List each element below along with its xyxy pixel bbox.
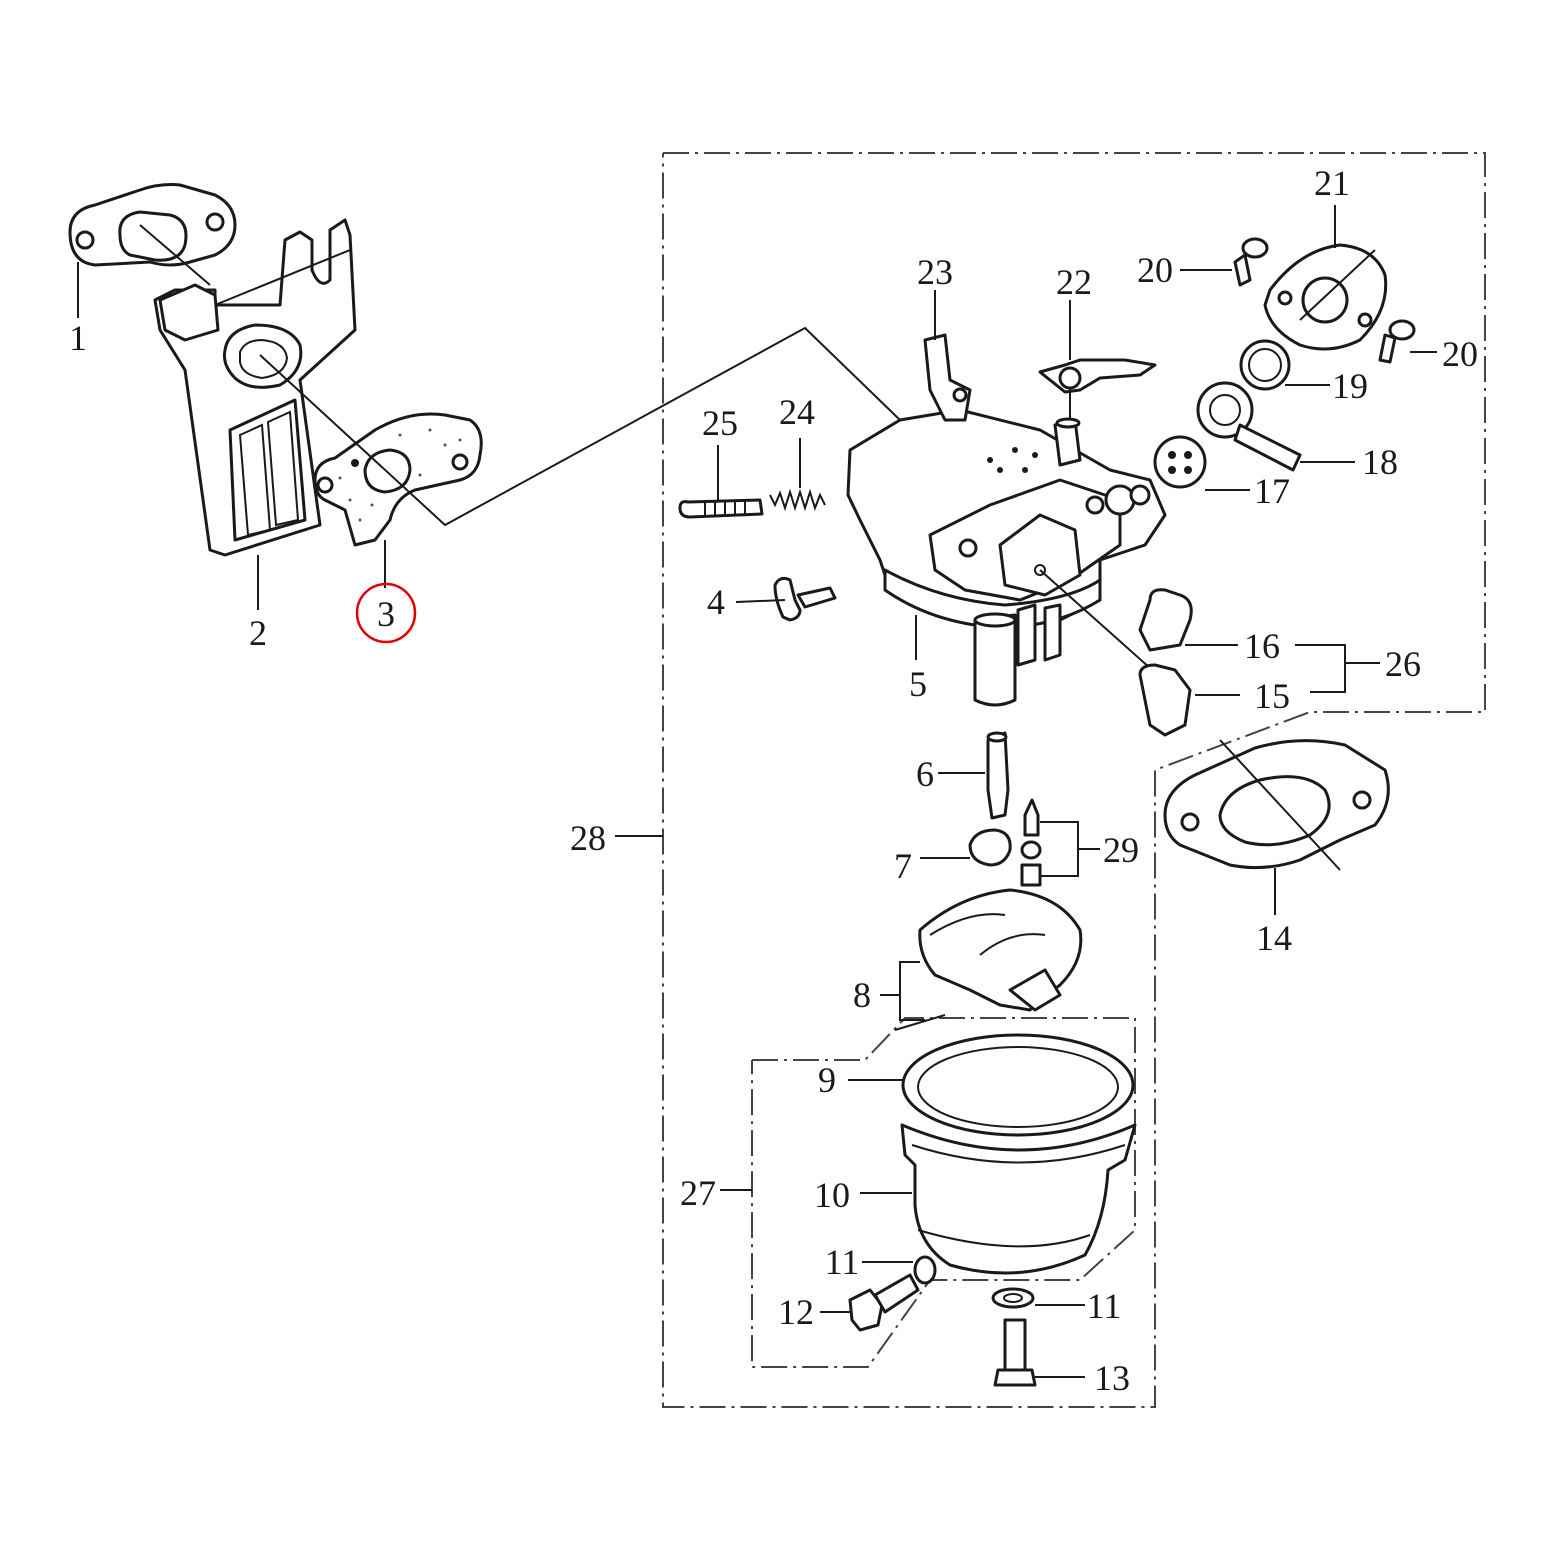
callout-16: 16 <box>1244 626 1280 666</box>
callout-12: 12 <box>778 1292 814 1332</box>
part-19-o-ring <box>1239 339 1291 391</box>
callout-19: 19 <box>1332 366 1368 406</box>
part-15-float-needle <box>1138 663 1192 737</box>
part-2-insulator-bracket <box>153 218 357 557</box>
callout-22: 22 <box>1056 262 1092 302</box>
callout-23: 23 <box>917 252 953 292</box>
callout-11-right: 11 <box>1087 1286 1122 1326</box>
part-29-pilot-jet-set <box>1020 798 1042 887</box>
part-11-washer-left <box>913 1255 937 1285</box>
assembly-28-boundary <box>662 152 1486 1408</box>
part-10-float-bowl <box>900 1123 1137 1275</box>
part-16-float-arm <box>1138 588 1193 652</box>
part-18-diaphragm <box>1196 381 1302 472</box>
part-6-main-nozzle <box>986 731 1010 820</box>
callout-1: 1 <box>69 318 87 358</box>
part-17-valve-disc <box>1153 435 1207 489</box>
callout-14: 14 <box>1256 918 1292 958</box>
callout-24: 24 <box>779 392 815 432</box>
part-22-choke-lever <box>1038 358 1157 420</box>
callout-2: 2 <box>249 613 267 653</box>
part-5-carburetor-body <box>846 333 1167 707</box>
leader-lines <box>77 205 1437 1378</box>
part-21-cover-plate <box>1263 243 1388 351</box>
callout-17: 17 <box>1254 471 1290 511</box>
callout-18: 18 <box>1362 442 1398 482</box>
part-20-screw-upper <box>1233 237 1269 287</box>
float-pin <box>894 1014 946 1031</box>
part-24-spring <box>769 488 826 512</box>
callout-8: 8 <box>853 975 871 1015</box>
callout-5: 5 <box>909 664 927 704</box>
callout-11-left: 11 <box>825 1242 860 1282</box>
callout-25: 25 <box>702 403 738 443</box>
callout-28: 28 <box>570 818 606 858</box>
callout-27: 27 <box>680 1173 716 1213</box>
callout-3: 3 <box>377 594 395 634</box>
part-7-main-jet <box>968 828 1012 867</box>
part-14-gasket <box>1163 739 1390 871</box>
callout-10: 10 <box>814 1175 850 1215</box>
part-12-drain-bolt <box>848 1273 920 1332</box>
part-4-pilot-screw <box>773 576 837 622</box>
part-3-gasket <box>313 412 483 547</box>
callout-3-highlight-ring <box>355 582 417 644</box>
part-25-screw <box>678 498 764 519</box>
part-11-washer-right <box>991 1287 1035 1309</box>
callout-6: 6 <box>916 754 934 794</box>
assembly-27-boundary <box>751 1017 1136 1368</box>
part-8-float <box>918 888 1083 1012</box>
callout-20-upper: 20 <box>1137 250 1173 290</box>
callouts: 1 2 3 4 5 6 7 8 9 10 11 11 12 13 14 15 1… <box>69 163 1478 1398</box>
mounting-axis-line <box>259 326 901 527</box>
callout-15: 15 <box>1254 676 1290 716</box>
part-13-bowl-bolt <box>993 1318 1037 1387</box>
callout-29: 29 <box>1103 830 1139 870</box>
callout-21: 21 <box>1314 163 1350 203</box>
callout-4: 4 <box>707 582 725 622</box>
part-1-gasket <box>68 183 237 286</box>
callout-26: 26 <box>1385 644 1421 684</box>
callout-13: 13 <box>1094 1358 1130 1398</box>
callout-7: 7 <box>894 846 912 886</box>
callout-9: 9 <box>818 1060 836 1100</box>
part-20-screw-lower <box>1378 319 1416 364</box>
callout-20-lower: 20 <box>1442 334 1478 374</box>
part-9-bowl-gasket <box>901 1033 1135 1137</box>
